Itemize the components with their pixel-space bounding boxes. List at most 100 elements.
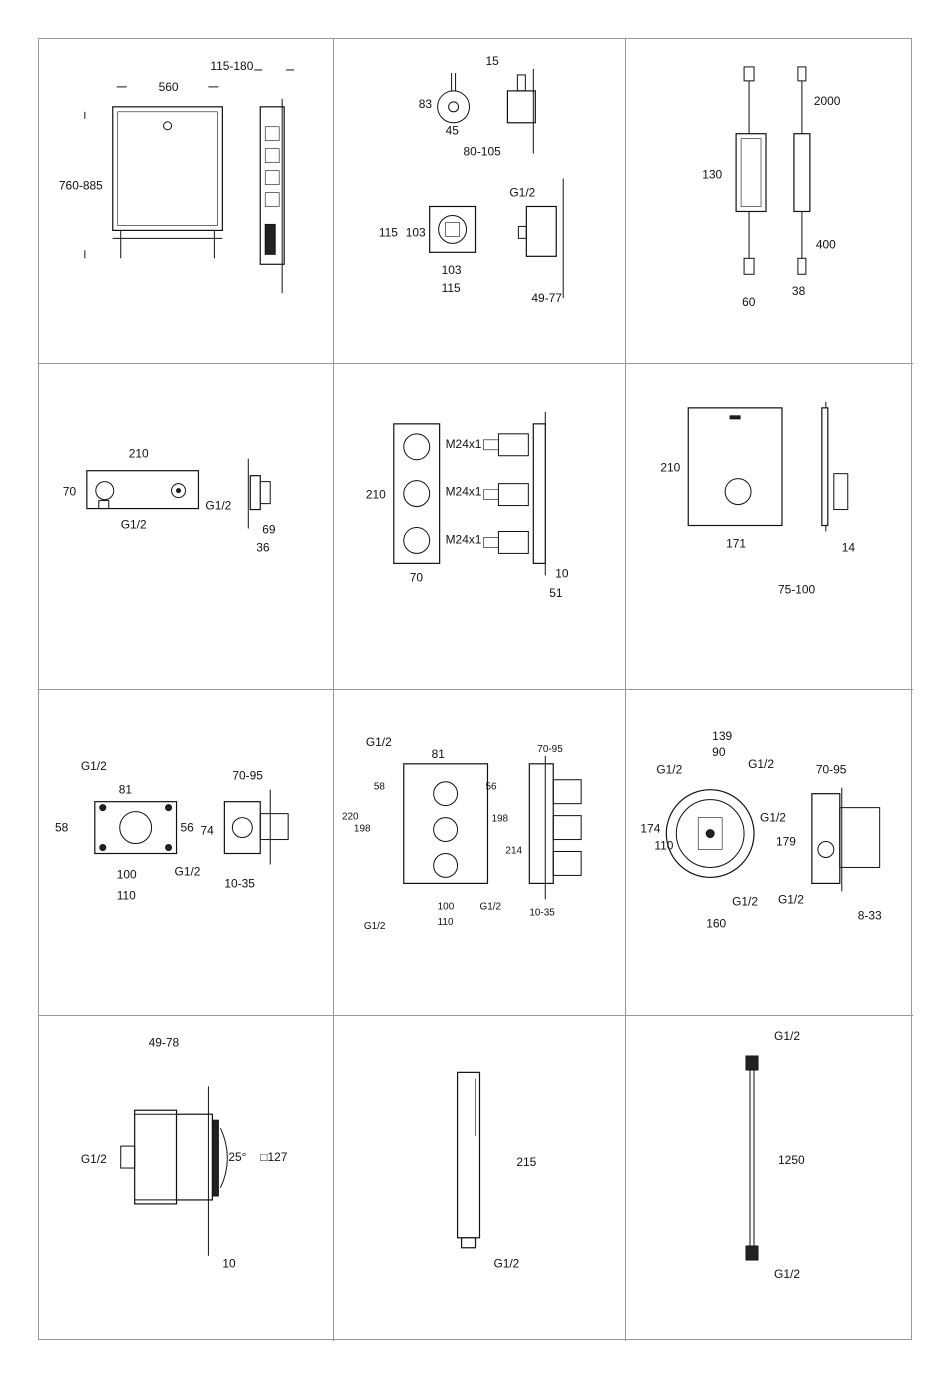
- dim-length: 1250: [778, 1153, 805, 1167]
- dim-height: 70: [63, 485, 77, 499]
- outlet-box-drawing: 15 83 45 80-105 115 103 103 115 49-77 G1…: [379, 54, 564, 305]
- dim-m: 8-33: [858, 908, 882, 922]
- dim-e: 100: [117, 867, 137, 881]
- dim-width: 70: [410, 570, 424, 584]
- cell-shower-hose: G1/2 1250 G1/2: [626, 1016, 913, 1341]
- dim-thread-top: G1/2: [774, 1029, 800, 1043]
- thread-top: M24x1: [446, 437, 482, 451]
- thread-bottom: M24x1: [446, 532, 482, 546]
- dim-b: 83: [419, 97, 433, 111]
- dim-g: 103: [442, 263, 462, 277]
- dim-installation: 75-100: [778, 582, 816, 596]
- dim-c: 45: [446, 124, 460, 138]
- thread-middle: M24x1: [446, 485, 482, 499]
- dim-thread: G1/2: [509, 186, 535, 200]
- dim-width: 210: [129, 447, 149, 461]
- cell-round-body: 139 90 G1/2 G1/2 70-95 G1/2 174 110 179 …: [626, 690, 913, 1016]
- dim-l: 160: [706, 916, 726, 930]
- hand-shower-drawing: 215 G1/2: [456, 1071, 537, 1271]
- dim-plate: 10: [555, 566, 569, 580]
- dim-i: 10-35: [224, 876, 255, 890]
- dim-length: 215: [516, 1155, 536, 1169]
- dim-depth: 51: [549, 586, 563, 600]
- dim-lower-cable: 400: [816, 237, 836, 251]
- dim-j: 110: [438, 917, 454, 928]
- dim-a: 81: [119, 783, 133, 797]
- dim-d: 220: [342, 812, 359, 823]
- dim-width: 60: [742, 295, 756, 309]
- triple-valve-drawing: M24x1 M24x1 M24x1 210 70 10 51: [366, 411, 569, 600]
- dim-f: 198: [491, 814, 508, 825]
- dim-depth: 14: [842, 540, 856, 554]
- cell-thermostat-plate: 210 171 14 75-100: [626, 364, 913, 690]
- dim-b: 90: [712, 745, 726, 759]
- cell-power-supply: 2000 130 400 60 38: [626, 39, 913, 364]
- dim-depth: 115-180: [210, 59, 253, 73]
- shower-hose-drawing: G1/2 1250 G1/2: [745, 1029, 805, 1281]
- power-supply-drawing: 2000 130 400 60 38: [702, 66, 841, 309]
- dim-l: 70-95: [537, 744, 563, 755]
- dim-projection: 36: [256, 540, 270, 554]
- dim-thread-bottom: G1/2: [774, 1267, 800, 1281]
- dim-h: 100: [438, 901, 455, 912]
- dim-h: 110: [654, 839, 673, 853]
- thermostat-plate-drawing: 210 171 14 75-100: [660, 401, 856, 596]
- cell-install-box: 560 115-180 760-885: [39, 39, 334, 364]
- dim-thread: G1/2: [175, 864, 201, 878]
- cell-outlet-box: 15 83 45 80-105 115 103 103 115 49-77 G1…: [334, 39, 626, 364]
- dim-thread-top: G1/2: [81, 759, 107, 773]
- dim-a: 139: [712, 729, 732, 743]
- dim-cable-length: 2000: [814, 94, 841, 108]
- dim-h: 70-95: [232, 769, 263, 783]
- dim-height: 760-885: [59, 179, 103, 193]
- dim-width: 171: [726, 536, 746, 550]
- dim-g: 174: [640, 822, 660, 836]
- dim-e: 70-95: [816, 763, 847, 777]
- dim-a: 81: [432, 747, 446, 761]
- dim-a: 49-78: [149, 1035, 180, 1049]
- dim-g: 110: [117, 888, 136, 902]
- dim-thread-side: G1/2: [205, 499, 231, 513]
- dim-thread-mid: G1/2: [480, 901, 502, 912]
- dim-thread: G1/2: [81, 1152, 107, 1166]
- dim-d: 80-105: [464, 145, 502, 159]
- drawing-grid: 560 115-180 760-885 15 83 45 80-105 115 …: [38, 38, 913, 1341]
- cell-wall-outlet: 210 70 G1/2 G1/2 69 36: [39, 364, 334, 690]
- dim-thread-bottom: G1/2: [364, 921, 386, 932]
- install-box-drawing: 560 115-180 760-885: [59, 59, 295, 294]
- cell-triple-valve: M24x1 M24x1 M24x1 210 70 10 51: [334, 364, 626, 690]
- dim-e: 198: [354, 824, 371, 835]
- dim-h: 115: [442, 281, 461, 295]
- cell-single-valve: G1/2 81 58 56 74 100 G1/2 110 70-95 10-3…: [39, 690, 334, 1016]
- dim-thread-top: G1/2: [366, 735, 392, 749]
- dim-height: 210: [660, 461, 680, 475]
- triple-body-drawing: G1/2 81 58 56 220 198 198 214 100 G1/2 1…: [342, 735, 582, 932]
- cell-hand-shower: 215 G1/2: [334, 1016, 626, 1341]
- dim-e: 115: [379, 225, 398, 239]
- dim-width: 560: [159, 80, 179, 94]
- dim-thread: G1/2: [121, 517, 147, 531]
- dim-g: 214: [505, 845, 522, 856]
- dim-i: 49-77: [531, 291, 562, 305]
- cell-triple-body: G1/2 81 58 56 220 198 198 214 100 G1/2 1…: [334, 690, 626, 1016]
- dim-thread-left: G1/2: [656, 763, 682, 777]
- dim-thread-side: G1/2: [760, 811, 786, 825]
- round-body-drawing: 139 90 G1/2 G1/2 70-95 G1/2 174 110 179 …: [640, 729, 882, 930]
- dim-a: 15: [485, 54, 499, 68]
- dim-d: 74: [200, 824, 214, 838]
- dim-height: 130: [702, 168, 722, 182]
- dim-b: 58: [55, 821, 69, 835]
- single-valve-drawing: G1/2 81 58 56 74 100 G1/2 110 70-95 10-3…: [55, 759, 289, 902]
- cell-shower-connector: 49-78 G1/2 25° □127 10: [39, 1016, 334, 1341]
- shower-connector-drawing: 49-78 G1/2 25° □127 10: [81, 1035, 288, 1271]
- dim-height: 210: [366, 488, 386, 502]
- dim-f: 103: [406, 225, 426, 239]
- dim-c: 56: [485, 782, 497, 793]
- dim-e: 10: [222, 1257, 236, 1271]
- dim-m: 10-35: [529, 907, 555, 918]
- dim-c: 56: [181, 821, 195, 835]
- dim-depth: 38: [792, 284, 806, 298]
- dim-thread-out: G1/2: [778, 892, 804, 906]
- dim-thread-bottom: G1/2: [732, 894, 758, 908]
- dim-depth: 69: [262, 522, 276, 536]
